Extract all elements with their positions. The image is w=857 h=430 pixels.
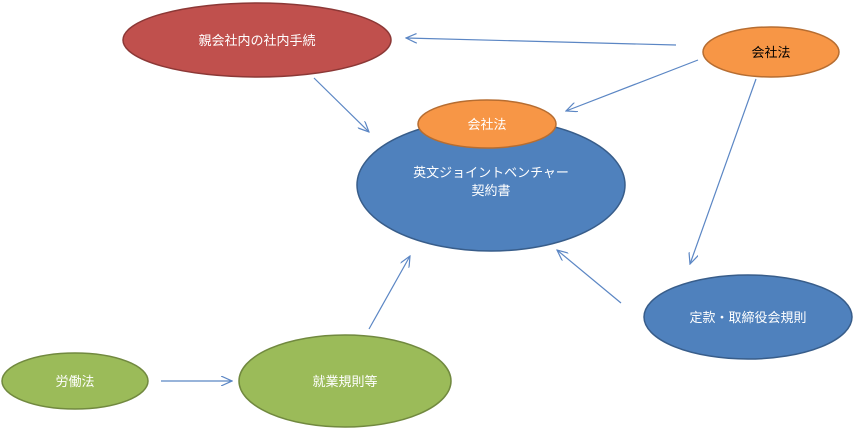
- node-parent-internal-procedure: 親会社内の社内手続: [122, 2, 392, 78]
- node-labor-law-shape: [1, 352, 149, 410]
- node-articles-board-rules-shape: [643, 274, 853, 360]
- node-jv-contract: 英文ジョイントベンチャー 契約書: [356, 118, 626, 252]
- node-parent-internal-procedure-shape: [122, 2, 392, 78]
- edge-parent-procedure-to-jv-contract: [313, 77, 369, 132]
- node-labor-law-label: 労働法: [55, 375, 94, 390]
- node-company-law-center: 会社法: [417, 99, 557, 149]
- node-parent-internal-procedure-label: 親会社内の社内手続: [198, 33, 315, 49]
- edge-company-law-to-jv-contract: [566, 59, 699, 111]
- node-jv-contract-label-line1: 英文ジョイントベンチャー: [413, 166, 569, 181]
- node-company-law-right: 会社法: [702, 26, 840, 78]
- node-company-law-center-label: 会社法: [467, 117, 506, 133]
- node-articles-board-rules: 定款・取締役会規則: [643, 274, 853, 360]
- edge-company-law-to-parent-procedure: [406, 38, 677, 46]
- node-company-law-center-shape: [417, 99, 557, 149]
- node-work-rules-shape: [238, 334, 452, 428]
- node-jv-contract-label-line2: 契約書: [471, 184, 510, 199]
- node-company-law-right-label: 会社法: [751, 45, 790, 61]
- edge-company-law-to-articles-rules: [690, 78, 757, 264]
- edge-work-rules-to-jv-contract: [368, 256, 410, 330]
- node-work-rules: 就業規則等: [238, 334, 452, 428]
- node-work-rules-label: 就業規則等: [312, 374, 377, 390]
- edges: [161, 38, 757, 381]
- node-articles-board-rules-label: 定款・取締役会規則: [689, 310, 806, 326]
- edge-articles-rules-to-jv-contract: [557, 250, 622, 304]
- node-company-law-right-shape: [702, 26, 840, 78]
- node-labor-law: 労働法: [1, 352, 149, 410]
